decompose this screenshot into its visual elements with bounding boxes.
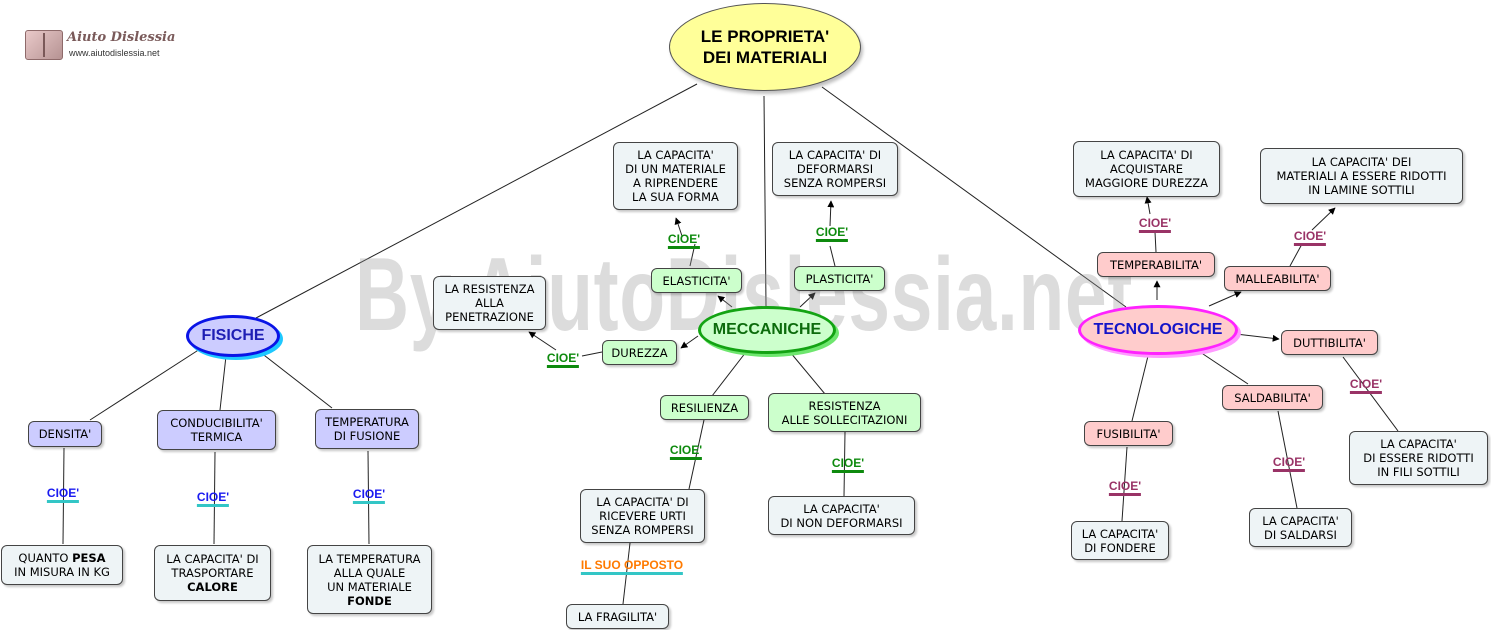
- node-durezza[interactable]: DUREZZA: [602, 340, 677, 365]
- link-tecnologiche-fusibilita: [1131, 355, 1149, 422]
- def-resistenza[interactable]: LA CAPACITA' DI NON DEFORMARSI: [768, 496, 915, 535]
- def-densita-bold: PESA: [72, 551, 106, 565]
- node-densita[interactable]: DENSITA': [28, 421, 102, 447]
- arrow-plasticita-def: [827, 200, 835, 227]
- logo-url: www.aiutodislessia.net: [69, 48, 160, 58]
- arrow-tecnologiche-malleabilita: [1208, 291, 1242, 307]
- link-temperabilita-cioe: [1154, 231, 1157, 253]
- link-fisiche-temperatura: [259, 351, 333, 409]
- node-conducibilita-termica[interactable]: CONDUCIBILITA' TERMICA: [157, 410, 276, 450]
- def-conducibilita[interactable]: LA CAPACITA' DI TRASPORTARE CALORE: [154, 545, 271, 601]
- node-malleabilita[interactable]: MALLEABILITA': [1224, 266, 1331, 291]
- def-temperatura[interactable]: LA TEMPERATURA ALLA QUALE UN MATERIALE F…: [307, 545, 432, 614]
- def-saldabilita[interactable]: LA CAPACITA' DI SALDARSI: [1249, 508, 1352, 547]
- logo[interactable]: Aiuto Dislessia www.aiutodislessia.net: [25, 28, 175, 62]
- def-conducibilita-bold: CALORE: [187, 580, 238, 594]
- def-durezza[interactable]: LA RESISTENZA ALLA PENETRAZIONE: [433, 276, 546, 330]
- def-temperabilita[interactable]: LA CAPACITA' DI ACQUISTARE MAGGIORE DURE…: [1073, 141, 1220, 197]
- link-durezza-cioe: [581, 351, 603, 357]
- cioe-saldabilita: CIOE': [1272, 456, 1306, 472]
- arrow-malleabilita-def: [1311, 207, 1336, 231]
- def-fusibilita[interactable]: LA CAPACITA' DI FONDERE: [1071, 521, 1169, 560]
- arrow-meccaniche-durezza: [680, 335, 699, 349]
- cioe-plasticita: CIOE': [815, 226, 849, 242]
- node-duttibilita[interactable]: DUTTIBILITA': [1281, 330, 1378, 355]
- def-temperatura-pre: LA TEMPERATURA ALLA QUALE UN MATERIALE: [318, 551, 421, 594]
- node-resistenza-sollecitazioni[interactable]: RESISTENZA ALLE SOLLECITAZIONI: [768, 393, 921, 432]
- cioe-conducibilita: CIOE': [196, 491, 230, 507]
- hub-meccaniche[interactable]: MECCANICHE: [698, 306, 836, 354]
- def-resilienza[interactable]: LA CAPACITA' DI RICEVERE URTI SENZA ROMP…: [580, 489, 705, 543]
- book-icon: [25, 30, 63, 60]
- def-temperatura-text: LA TEMPERATURA ALLA QUALE UN MATERIALE F…: [319, 552, 421, 608]
- arrow-durezza-def: [528, 331, 557, 351]
- def-malleabilita[interactable]: LA CAPACITA' DEI MATERIALI A ESSERE RIDO…: [1260, 148, 1463, 204]
- title-text: LE PROPRIETA' DEI MATERIALI: [700, 27, 830, 67]
- def-conducibilita-pre: LA CAPACITA' DI TRASPORTARE: [166, 552, 259, 580]
- link-tecnologiche-saldabilita: [1199, 351, 1249, 385]
- node-fusibilita[interactable]: FUSIBILITA': [1084, 421, 1173, 446]
- cioe-temperabilita: CIOE': [1138, 217, 1172, 233]
- link-meccaniche-resistenza: [789, 351, 826, 395]
- def-densita-pre: QUANTO: [18, 551, 73, 565]
- link-malleabilita-cioe: [1289, 243, 1303, 267]
- def-elasticita[interactable]: LA CAPACITA' DI UN MATERIALE A RIPRENDER…: [613, 142, 738, 210]
- node-saldabilita[interactable]: SALDABILITA': [1222, 385, 1323, 410]
- arrow-tecnologiche-duttibilita: [1235, 333, 1280, 342]
- def-conducibilita-text: LA CAPACITA' DI TRASPORTARE CALORE: [166, 552, 258, 594]
- cioe-fusibilita: CIOE': [1108, 480, 1142, 496]
- cioe-durezza: CIOE': [546, 352, 580, 368]
- node-resilienza[interactable]: RESILIENZA: [660, 395, 749, 420]
- link-duttibilita-def: [1342, 356, 1399, 432]
- arrow-temperabilita-def: [1144, 196, 1152, 215]
- link-meccaniche-resilienza: [711, 351, 747, 397]
- link-plasticita-cioe: [829, 245, 836, 267]
- hub-fisiche[interactable]: FISICHE: [186, 315, 280, 357]
- def-temperatura-bold: FONDE: [347, 593, 392, 608]
- node-temperabilita[interactable]: TEMPERABILITA': [1097, 252, 1215, 277]
- cioe-malleabilita: CIOE': [1293, 230, 1327, 246]
- cioe-elasticita: CIOE': [667, 233, 701, 249]
- node-plasticita[interactable]: PLASTICITA': [794, 266, 885, 291]
- cioe-resilienza: CIOE': [669, 444, 703, 460]
- node-temperatura-fusione[interactable]: TEMPERATURA DI FUSIONE: [315, 409, 419, 449]
- arrow-meccaniche-elasticita: [717, 295, 733, 308]
- def-plasticita[interactable]: LA CAPACITA' DI DEFORMARSI SENZA ROMPERS…: [772, 142, 898, 196]
- logo-name: Aiuto Dislessia: [67, 30, 176, 45]
- label-suo-opposto: IL SUO OPPOSTO: [580, 559, 684, 575]
- node-fragilita[interactable]: LA FRAGILITA': [566, 604, 669, 629]
- link-fisiche-conducibilita: [219, 355, 227, 411]
- cioe-duttibilita: CIOE': [1349, 378, 1383, 394]
- arrow-meccaniche-plasticita: [799, 292, 816, 308]
- cioe-resistenza: CIOE': [831, 457, 865, 473]
- hub-tecnologiche[interactable]: TECNOLOGICHE: [1078, 305, 1238, 355]
- node-elasticita[interactable]: ELASTICITA': [651, 268, 742, 293]
- cioe-densita: CIOE': [46, 487, 80, 503]
- title-node[interactable]: LE PROPRIETA' DEI MATERIALI: [669, 3, 861, 91]
- def-densita-post: IN MISURA IN KG: [14, 565, 110, 579]
- def-duttibilita[interactable]: LA CAPACITA' DI ESSERE RIDOTTI IN FILI S…: [1349, 431, 1488, 485]
- cioe-temperatura: CIOE': [352, 488, 386, 504]
- link-title-meccaniche: [763, 95, 767, 307]
- def-densita[interactable]: QUANTO PESA IN MISURA IN KG: [1, 545, 123, 585]
- def-densita-text: QUANTO PESA IN MISURA IN KG: [14, 551, 110, 579]
